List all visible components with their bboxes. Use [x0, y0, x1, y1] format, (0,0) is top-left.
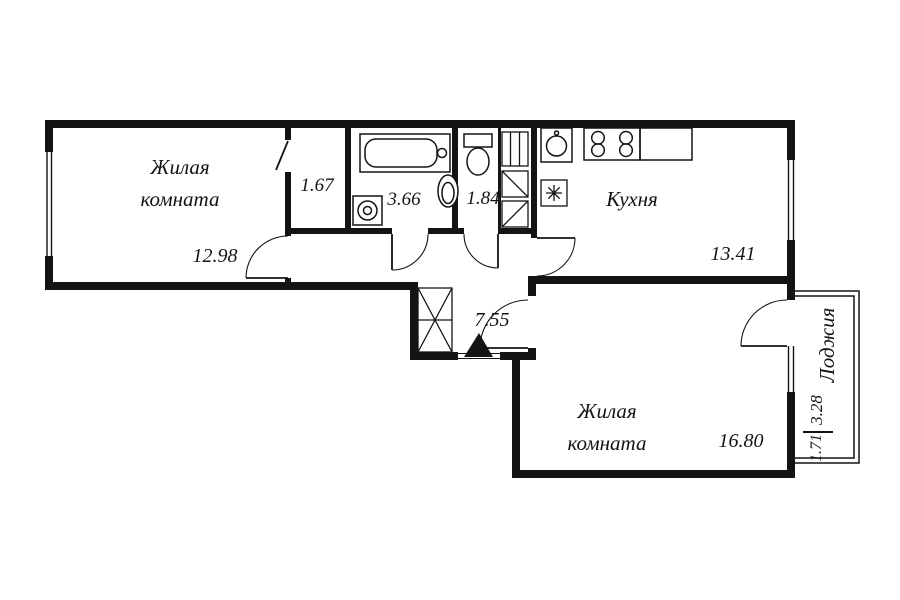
room-label-living2: Жилая комната: [567, 399, 647, 455]
kitchen-sink-icon: [540, 127, 573, 163]
window-loggia-block-icon: [787, 346, 795, 392]
room-label-kitchen: Кухня: [606, 187, 658, 211]
window-kitchen-icon: [787, 160, 795, 240]
area-label-living1: 12.98: [192, 245, 238, 267]
duct-icon: [501, 131, 529, 228]
room-label-living1: Жилая комната: [140, 155, 220, 211]
window-left-icon: [46, 152, 53, 256]
area-label-living2: 16.80: [718, 430, 764, 452]
room-label-loggia: Лоджия: [815, 307, 839, 383]
toilet-icon: [463, 133, 493, 176]
area-label-closet: 1.67: [300, 175, 334, 196]
area-label-bathroom: 3.66: [387, 189, 421, 210]
door-arcs: [245, 233, 788, 349]
area-label-hallway: 7.55: [474, 309, 510, 331]
loggia-glazing-icon: [795, 290, 860, 464]
area-label-wc: 1.84: [466, 188, 500, 209]
washing-machine-icon: [352, 195, 383, 226]
kitchen-counter-icon: [639, 127, 693, 161]
stove-icon: [583, 127, 641, 161]
bathtub-icon: [359, 133, 451, 173]
door-leaves: [246, 140, 787, 349]
fridge-icon: [540, 179, 568, 207]
area-label-loggia-full: 3.28: [807, 395, 826, 425]
entrance-arrow-icon: [464, 333, 493, 357]
loggia-fraction-line: [803, 431, 833, 433]
area-label-loggia-reduced: 1.71: [808, 434, 825, 462]
washbasin-icon: [437, 174, 459, 208]
vent-shaft-icon: [417, 287, 453, 353]
area-label-kitchen: 13.41: [710, 243, 756, 265]
